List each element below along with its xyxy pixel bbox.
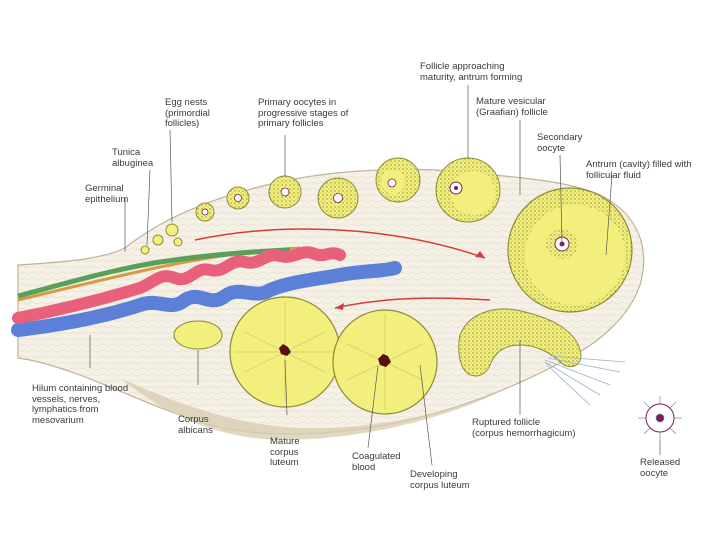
- graafian-follicle: [508, 188, 632, 312]
- primary-follicle: [376, 158, 420, 202]
- label-ruptured-follicle: Ruptured follicle (corpus hemorrhagicum): [472, 418, 575, 439]
- mature-corpus-luteum-shape: [230, 297, 340, 407]
- label-egg-nests: Egg nests (primordial follicles): [165, 98, 210, 130]
- primordial-follicle: [141, 246, 149, 254]
- label-hilum: Hilum containing blood vessels, nerves, …: [32, 384, 128, 426]
- label-antrum: Antrum (cavity) filled with follicular f…: [586, 160, 692, 181]
- primary-follicle: [318, 178, 358, 218]
- label-tunica-albuginea: Tunica albuginea: [112, 148, 153, 169]
- label-corpus-albicans: Corpus albicans: [178, 415, 213, 436]
- label-follicle-approaching: Follicle approaching maturity, antrum fo…: [420, 62, 522, 83]
- label-germinal-epithelium: Germinal epithelium: [85, 184, 128, 205]
- label-secondary-oocyte: Secondary oocyte: [537, 133, 582, 154]
- corpus-albicans-shape: [174, 321, 222, 349]
- label-mature-corpus-luteum: Mature corpus luteum: [270, 437, 300, 469]
- developing-corpus-luteum-shape: [333, 310, 437, 414]
- primary-follicle: [227, 187, 249, 209]
- primordial-follicle: [174, 238, 182, 246]
- primary-follicle: [196, 203, 214, 221]
- label-mature-vesicular: Mature vesicular (Graafian) follicle: [476, 97, 548, 118]
- antral-follicle: [436, 158, 500, 222]
- primordial-follicle: [153, 235, 163, 245]
- released-oocyte-shape: [638, 396, 682, 440]
- label-developing-corpus-luteum: Developing corpus luteum: [410, 470, 470, 491]
- label-coagulated-blood: Coagulated blood: [352, 452, 401, 473]
- label-primary-oocytes: Primary oocytes in progressive stages of…: [258, 98, 348, 130]
- label-released-oocyte: Released oocyte: [640, 458, 680, 479]
- primary-follicle: [269, 176, 301, 208]
- primordial-follicle: [166, 224, 178, 236]
